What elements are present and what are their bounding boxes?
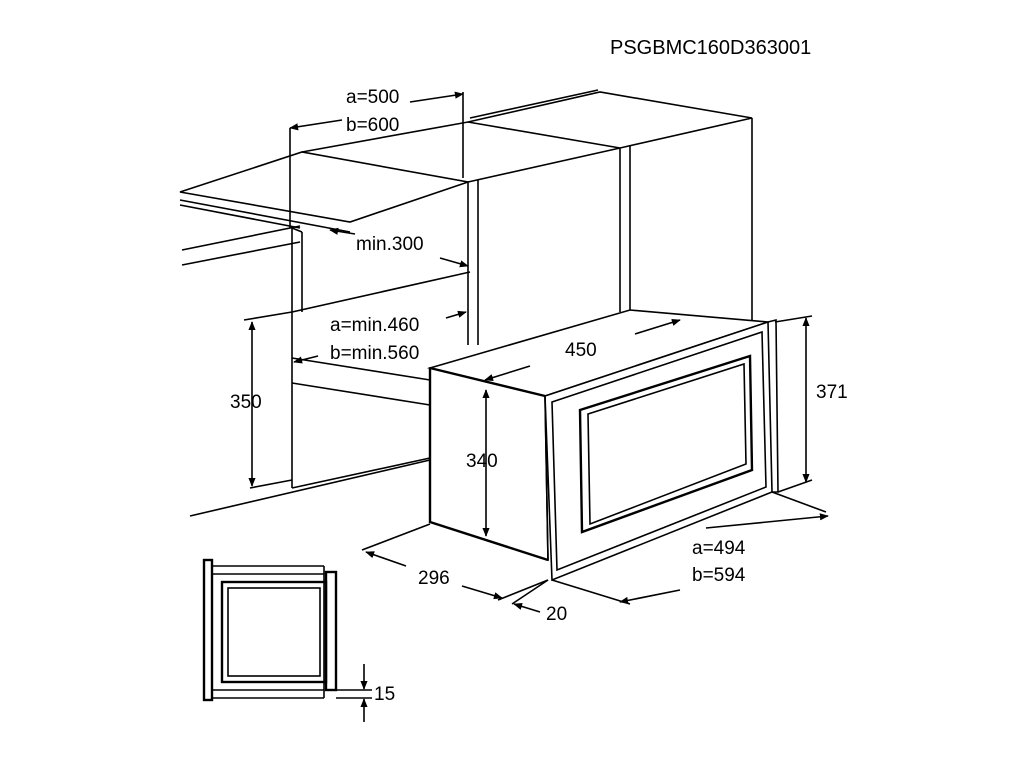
label-a-500: a=500 <box>346 87 399 108</box>
label-b-600: b=600 <box>346 115 399 136</box>
label-350: 350 <box>230 392 262 413</box>
label-a-494: a=494 <box>692 538 746 559</box>
label-340: 340 <box>466 451 498 472</box>
label-b-min-560: b=min.560 <box>330 343 419 364</box>
section-detail <box>202 558 372 722</box>
label-15: 15 <box>374 684 395 705</box>
label-20: 20 <box>546 604 567 625</box>
label-a-min-460: a=min.460 <box>330 315 419 336</box>
dimension-lines <box>243 91 829 613</box>
label-min-300: min.300 <box>356 234 424 255</box>
dimension-labels: a=500 b=600 min.300 a=min.460 b=min.560 … <box>230 87 848 705</box>
label-296: 296 <box>418 568 450 589</box>
label-450: 450 <box>565 340 597 361</box>
drawing-code: PSGBMC160D363001 <box>610 37 811 59</box>
label-371: 371 <box>816 382 848 403</box>
label-b-594: b=594 <box>692 565 746 586</box>
